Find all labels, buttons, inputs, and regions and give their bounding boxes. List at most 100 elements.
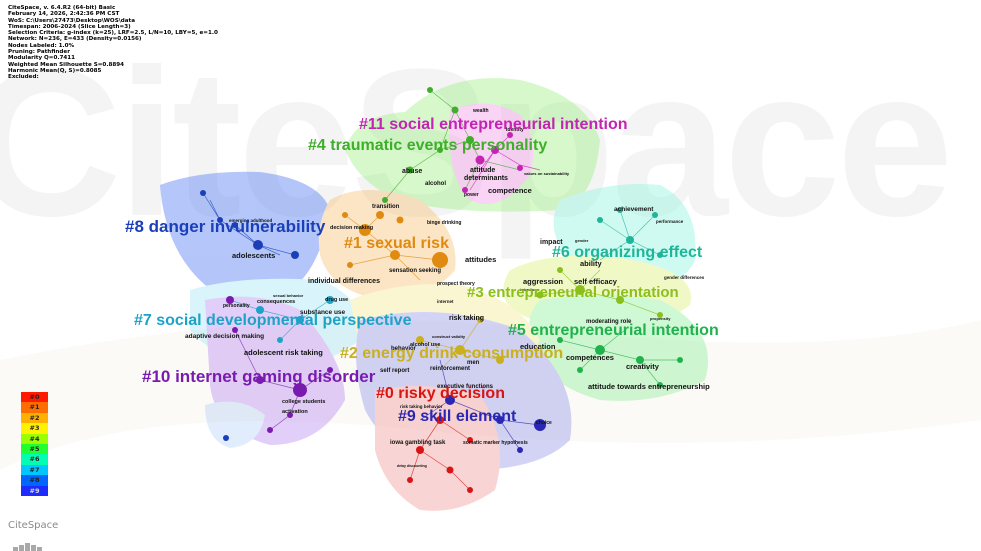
legend-swatch: #7 bbox=[21, 464, 48, 476]
node bbox=[342, 212, 348, 218]
hull-3 bbox=[503, 255, 692, 330]
cluster-label-4: #4 traumatic events personality bbox=[308, 137, 548, 154]
logo-bars-icon bbox=[13, 533, 43, 551]
node bbox=[616, 296, 624, 304]
node bbox=[575, 285, 585, 295]
node bbox=[657, 312, 663, 318]
keyword: competence bbox=[488, 186, 532, 195]
keyword: competences bbox=[566, 353, 614, 362]
keyword: reinforcement bbox=[430, 366, 471, 372]
node bbox=[597, 217, 603, 223]
keyword: propensity bbox=[650, 316, 671, 321]
meta-line: Nodes Labeled: 1.0% bbox=[8, 42, 75, 49]
node bbox=[226, 296, 234, 304]
cluster-label-1: #1 sexual risk bbox=[344, 235, 449, 252]
edge bbox=[559, 329, 680, 386]
keyword: intentions bbox=[520, 287, 540, 292]
keyword: self report bbox=[380, 368, 410, 374]
node bbox=[466, 136, 474, 144]
node bbox=[326, 296, 334, 304]
keyword: transition bbox=[372, 204, 400, 210]
keyword: delay discounting bbox=[397, 464, 427, 468]
keyword: activation bbox=[282, 409, 308, 415]
cluster-label-10: #10 internet gaming disorder bbox=[142, 367, 376, 386]
keyword: moderating role bbox=[586, 319, 632, 325]
cluster-label-7: #7 social developmental perspective bbox=[134, 312, 412, 329]
node bbox=[491, 146, 499, 154]
hull-1 bbox=[318, 190, 456, 300]
hull-10 bbox=[205, 296, 345, 445]
keyword: adolescent risk taking bbox=[244, 348, 323, 357]
keyword: attitude bbox=[470, 167, 496, 174]
node bbox=[256, 376, 264, 384]
node bbox=[534, 419, 546, 431]
legend-swatch: #6 bbox=[21, 454, 48, 465]
node bbox=[416, 336, 424, 344]
cluster-label-2: #2 energy drink consumption bbox=[340, 345, 564, 362]
hull-2 bbox=[350, 284, 540, 385]
keyword: risk taking behavior bbox=[400, 404, 443, 409]
keyword: construct validity bbox=[432, 334, 466, 339]
legend-swatch: #8 bbox=[21, 475, 48, 486]
legend-swatch: #5 bbox=[21, 443, 48, 455]
node bbox=[445, 395, 455, 405]
node bbox=[455, 345, 465, 355]
node bbox=[446, 466, 454, 474]
node bbox=[467, 487, 473, 493]
node bbox=[347, 262, 353, 268]
node bbox=[507, 132, 513, 138]
node bbox=[467, 437, 473, 443]
node bbox=[577, 367, 583, 373]
node bbox=[496, 356, 504, 364]
cluster-label-9: #9 skill element bbox=[398, 408, 517, 425]
keyword: gender differences bbox=[664, 275, 705, 280]
keyword: alcohol bbox=[425, 181, 447, 187]
edge bbox=[202, 192, 296, 256]
node bbox=[657, 252, 663, 258]
node bbox=[677, 357, 683, 363]
node bbox=[287, 412, 293, 418]
node bbox=[657, 382, 663, 388]
keyword: choice bbox=[536, 420, 552, 426]
keyword: sexual behavior bbox=[273, 293, 304, 298]
keyword: creativity bbox=[626, 362, 659, 371]
keyword: substance use bbox=[300, 309, 346, 316]
keyword: performance bbox=[656, 219, 684, 224]
keyword: somatic marker hypothesis bbox=[463, 440, 528, 446]
node bbox=[536, 291, 544, 299]
meta-line: Harmonic Mean(Q, S)=0.8085 bbox=[8, 67, 102, 74]
node bbox=[382, 197, 388, 203]
node bbox=[217, 217, 223, 223]
keyword: attitude towards entrepreneurship bbox=[588, 382, 710, 391]
node bbox=[517, 165, 523, 171]
node bbox=[462, 187, 468, 193]
node bbox=[652, 212, 658, 218]
keyword: alcohol use bbox=[410, 342, 441, 348]
legend-swatch: #1 bbox=[21, 402, 48, 413]
legend-swatch: #4 bbox=[21, 433, 48, 444]
keyword: college students bbox=[282, 399, 326, 405]
node bbox=[432, 252, 448, 268]
node bbox=[277, 337, 283, 343]
keyword: gender bbox=[575, 238, 589, 243]
meta-line: WoS: C:\Users\27473\Desktop\WOS\data bbox=[8, 17, 135, 24]
cluster-label-6: #6 organizing effect bbox=[552, 244, 703, 261]
cluster-label-3: #3 entrepreneurial orientation bbox=[467, 284, 679, 301]
keyword: ability bbox=[580, 259, 602, 268]
node bbox=[293, 383, 307, 397]
watermark-text: CiteSpace bbox=[0, 25, 949, 260]
legend-swatch: #9 bbox=[21, 485, 48, 496]
node bbox=[437, 147, 443, 153]
node bbox=[517, 447, 523, 453]
node bbox=[475, 155, 485, 165]
node bbox=[253, 240, 263, 250]
node bbox=[200, 190, 206, 196]
node bbox=[436, 416, 444, 424]
keyword: behavior bbox=[391, 346, 417, 352]
node bbox=[256, 306, 264, 314]
meta-line: Weighted Mean Silhouette S=0.8894 bbox=[8, 61, 125, 68]
node bbox=[477, 317, 483, 323]
keyword: binge drinking bbox=[427, 220, 462, 226]
cluster-hulls bbox=[160, 78, 708, 511]
